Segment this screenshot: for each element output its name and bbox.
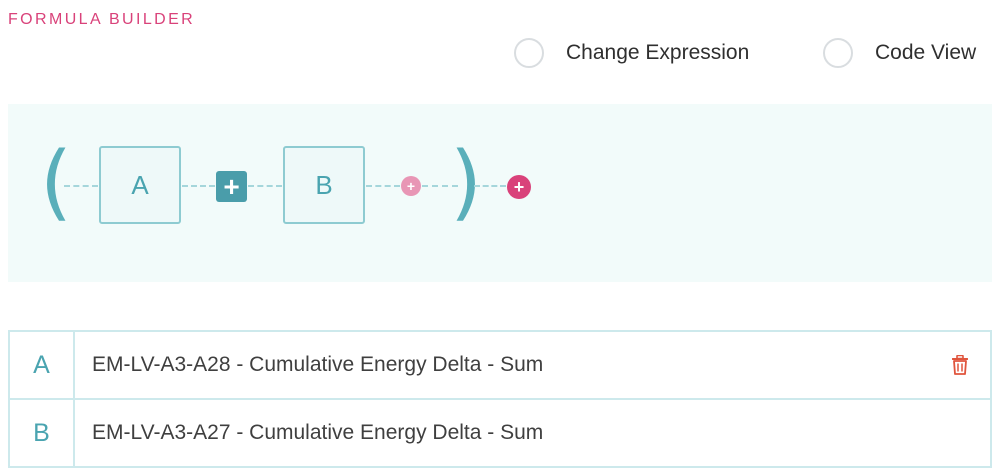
delete-variable-button[interactable] — [930, 332, 990, 398]
code-view-label: Code View — [875, 41, 977, 64]
add-term-outer-plus-icon[interactable]: + — [507, 175, 531, 199]
connector-line — [64, 185, 98, 187]
code-view-option[interactable]: Code View — [823, 36, 976, 70]
close-parenthesis[interactable]: ) — [450, 135, 482, 230]
change-expression-option[interactable]: Change Expression — [514, 36, 749, 70]
change-expression-radio[interactable] — [514, 38, 544, 68]
variables-table: A EM-LV-A3-A28 - Cumulative Energy Delta… — [8, 330, 992, 468]
plus-operator-button[interactable]: + — [216, 171, 247, 202]
connector-line — [366, 185, 400, 187]
term-a-block[interactable]: A — [99, 146, 181, 224]
variable-letter: B — [10, 400, 75, 466]
add-term-inner-plus-icon[interactable]: + — [401, 176, 421, 196]
variable-name: EM-LV-A3-A27 - Cumulative Energy Delta -… — [92, 421, 544, 444]
trash-icon — [952, 355, 968, 375]
connector-line — [182, 185, 215, 187]
variable-row-b[interactable]: B EM-LV-A3-A27 - Cumulative Energy Delta… — [10, 398, 990, 466]
connector-line — [474, 185, 506, 187]
open-parenthesis[interactable]: ( — [40, 135, 72, 230]
variable-name: EM-LV-A3-A28 - Cumulative Energy Delta -… — [92, 353, 544, 376]
connector-line — [248, 185, 282, 187]
variable-letter: A — [10, 332, 75, 398]
formula-builder-title: FORMULA BUILDER — [8, 11, 196, 28]
connector-line — [422, 185, 458, 187]
term-b-block[interactable]: B — [283, 146, 365, 224]
variable-row-a[interactable]: A EM-LV-A3-A28 - Cumulative Energy Delta… — [10, 332, 990, 398]
change-expression-label: Change Expression — [566, 41, 750, 64]
code-view-radio[interactable] — [823, 38, 853, 68]
